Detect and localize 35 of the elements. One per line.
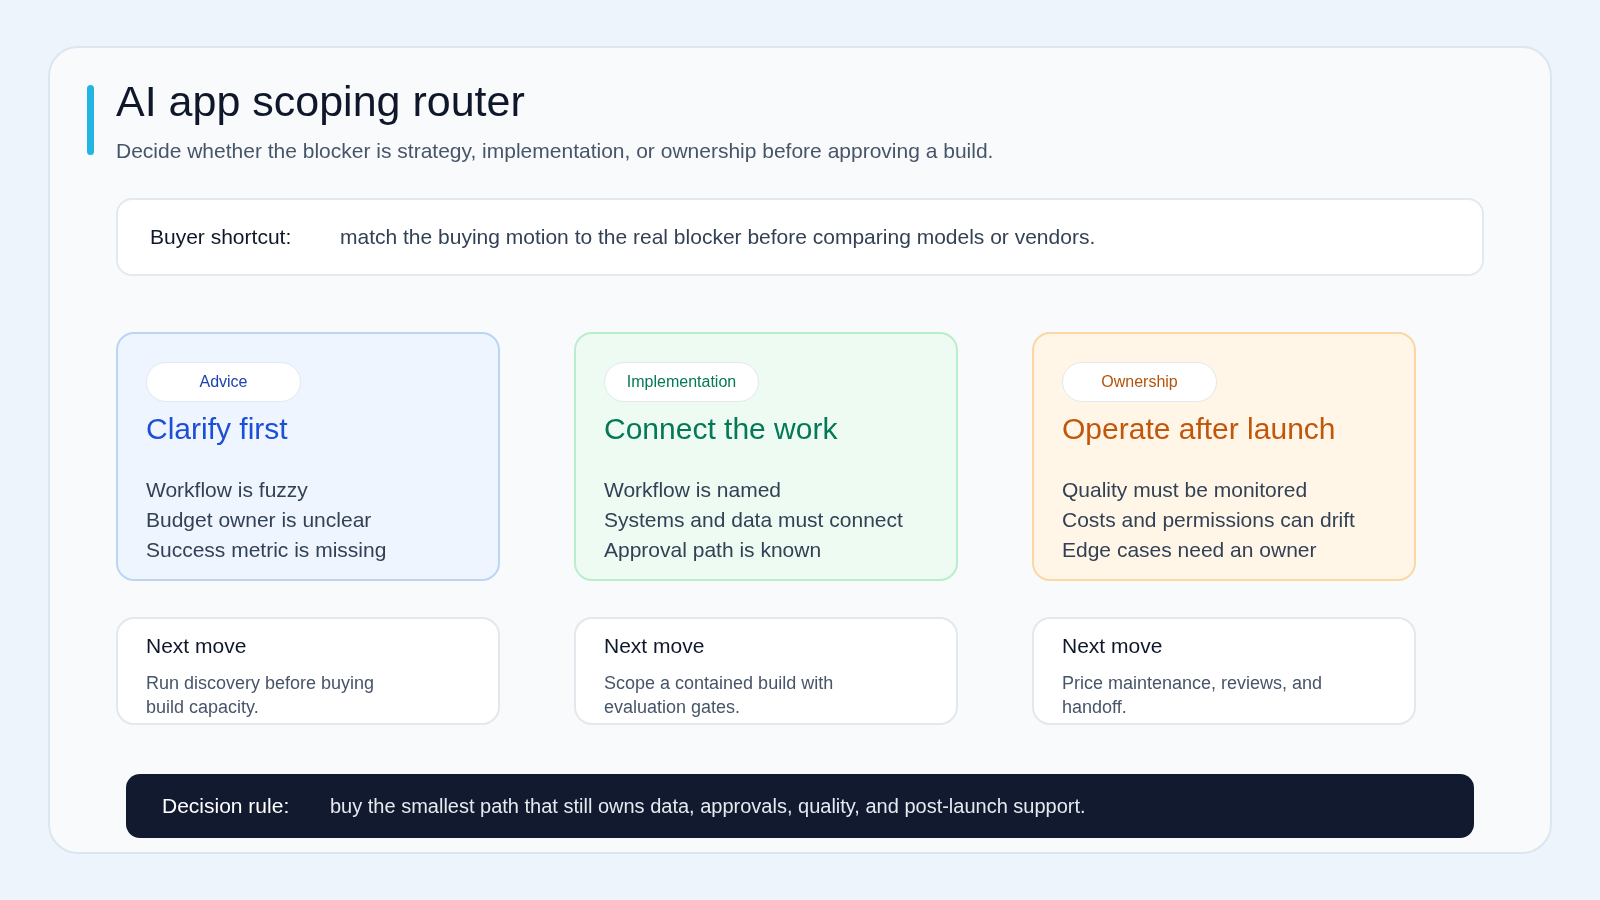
rule-label: Decision rule: <box>162 793 290 819</box>
category-card <box>1032 332 1416 581</box>
shortcut-panel <box>116 198 1484 276</box>
criteria-item: Workflow is fuzzy <box>146 477 308 503</box>
criteria-item: Success metric is missing <box>146 537 387 563</box>
decision-rule-banner <box>126 774 1474 838</box>
next-move-text: Run discovery before buying build capacity. <box>146 672 376 719</box>
next-move-text: Price maintenance, reviews, and handoff. <box>1062 672 1324 719</box>
category-tag: Ownership <box>1062 362 1217 402</box>
next-move-heading: Next move <box>146 633 247 659</box>
card-heading: Clarify first <box>146 411 288 447</box>
criteria-item: Workflow is named <box>604 477 781 503</box>
criteria-item: Edge cases need an owner <box>1062 537 1317 563</box>
next-move-card <box>1032 617 1416 725</box>
rule-text: buy the smallest path that still owns data, approvals, quality, and post-launch support. <box>330 794 1086 819</box>
page-title: AI app scoping router <box>116 76 525 126</box>
category-card <box>574 332 958 581</box>
shortcut-label: Buyer shortcut: <box>150 224 292 250</box>
category-card <box>116 332 500 581</box>
criteria-item: Systems and data must connect <box>604 507 903 533</box>
criteria-item: Budget owner is unclear <box>146 507 372 533</box>
criteria-item: Costs and permissions can drift <box>1062 507 1355 533</box>
criteria-item: Approval path is known <box>604 537 822 563</box>
category-tag: Advice <box>146 362 301 402</box>
next-move-card <box>116 617 500 725</box>
card-heading: Connect the work <box>604 411 838 447</box>
criteria-item: Quality must be monitored <box>1062 477 1308 503</box>
card-heading: Operate after launch <box>1062 411 1336 447</box>
next-move-card <box>574 617 958 725</box>
next-move-heading: Next move <box>1062 633 1163 659</box>
subtitle: Decide whether the blocker is strategy, implementation, or ownership before approving a build. <box>116 138 994 164</box>
next-move-text: Scope a contained build with evaluation gates. <box>604 672 835 719</box>
next-move-heading: Next move <box>604 633 705 659</box>
category-tag: Implementation <box>604 362 759 402</box>
shortcut-text: match the buying motion to the real blocker before comparing models or vendors. <box>340 224 1096 250</box>
